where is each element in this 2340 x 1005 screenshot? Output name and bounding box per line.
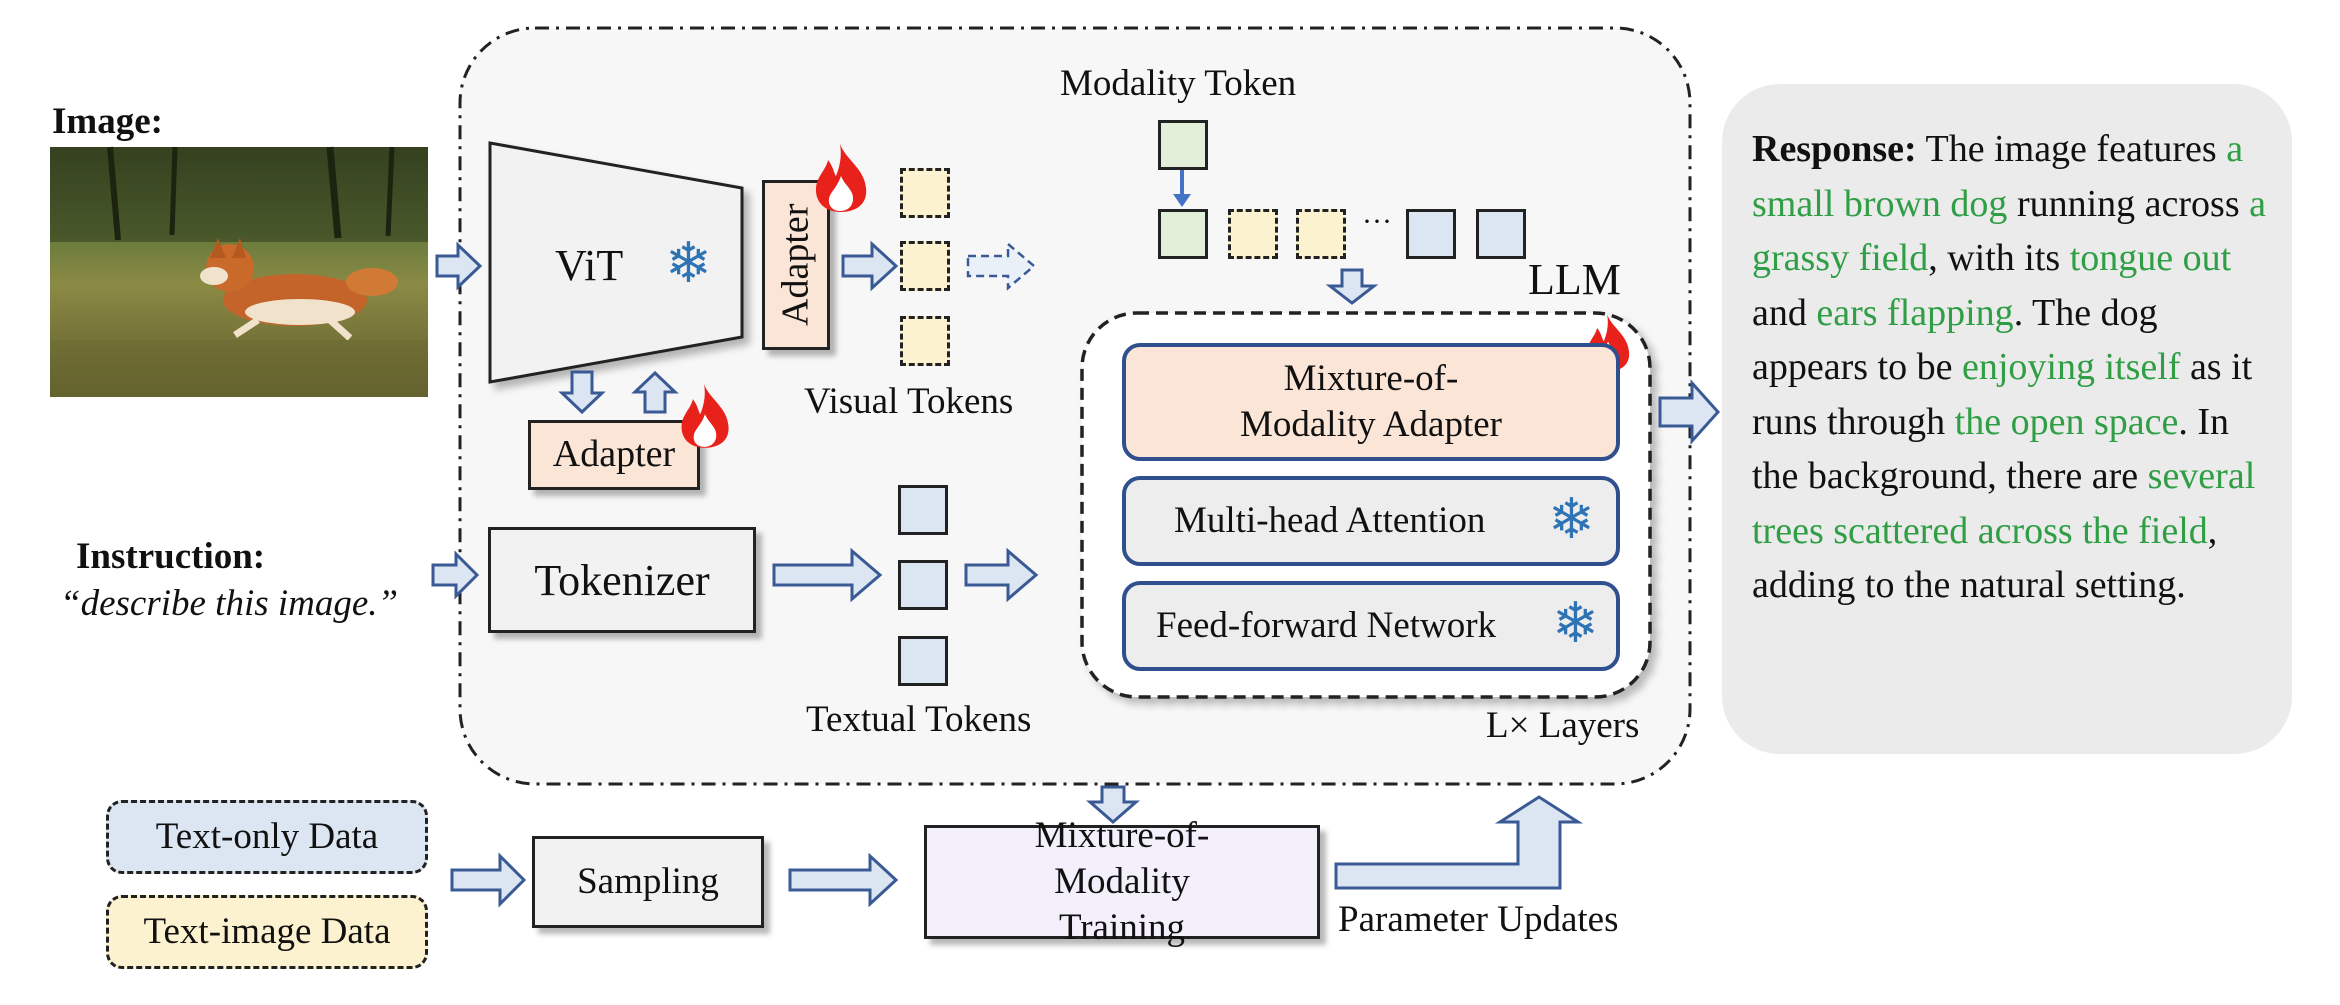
training-label: Mixture-of-Modality Training [1034, 814, 1210, 949]
text-only-data-box: Text-only Data [106, 800, 428, 874]
arrow-frame-down-to-training [1085, 785, 1141, 824]
multi-head-attention-label: Multi-head Attention [1174, 499, 1486, 541]
response-highlight: ears flapping [1816, 291, 2014, 334]
response-segment: . In the background, there are [1752, 400, 2229, 498]
response-highlight: tongue out [2069, 237, 2232, 279]
arrow-tokenizer-to-textual-tokens [772, 547, 883, 603]
arrow-parameter-updates [1334, 795, 1584, 890]
arrow-sampling-to-training [788, 852, 899, 908]
response-text: The image features a small brown dog run… [1752, 128, 2266, 606]
vertical-adapter-box: Adapter [762, 180, 830, 350]
arrow-data-to-sampling [450, 852, 527, 908]
response-segment: , with its [1928, 237, 2070, 279]
vit-encoder-shape [488, 141, 744, 384]
mixture-of-modality-adapter-layer: Mixture-of-Modality Adapter [1122, 343, 1620, 461]
visual-token [1296, 209, 1346, 259]
response-segment: running across [2007, 182, 2250, 225]
parameter-updates-label: Parameter Updates [1338, 899, 1619, 940]
textual-tokens-label: Textual Tokens [806, 699, 1032, 740]
arrow-textual-tokens-to-llm [964, 547, 1039, 603]
textual-token [898, 636, 948, 686]
response-segment: and [1752, 291, 1817, 334]
snowflake-icon: ❄ [1548, 489, 1595, 551]
vit-label: ViT [555, 241, 624, 290]
tokenizer-box: Tokenizer [488, 527, 756, 633]
visual-tokens-label: Visual Tokens [804, 381, 1014, 422]
textual-token [1476, 209, 1526, 259]
modality-token [1158, 120, 1208, 170]
response-panel: Response: The image features a small bro… [1722, 84, 2292, 754]
visual-token [1228, 209, 1278, 259]
feed-forward-network-layer: Feed-forward Network [1122, 581, 1620, 671]
fire-icon [815, 144, 867, 212]
textual-token [1406, 209, 1456, 259]
response-segment: . The dog appears to be [1752, 291, 2158, 389]
snowflake-icon: ❄ [1552, 593, 1599, 655]
vertical-adapter-label: Adapter [774, 203, 817, 327]
visual-token [900, 316, 950, 366]
training-box: Mixture-of-Modality Training [924, 815, 1320, 948]
response-highlight: a small brown dog [1752, 128, 2244, 225]
sampling-box: Sampling [532, 836, 764, 928]
feed-forward-network-label: Feed-forward Network [1156, 604, 1497, 646]
bottom-adapter-box: Adapter [528, 420, 700, 490]
response-highlight: enjoying itself [1961, 346, 2181, 388]
arrow-vit-down-to-adapter [558, 370, 606, 415]
response-segment: , adding to the natural setting. [1752, 509, 2218, 607]
instruction-label: Instruction: [76, 536, 266, 577]
response-highlight: the open space [1954, 400, 2179, 443]
response-segment: The image features [1916, 128, 2227, 170]
snowflake-icon: ❄ [665, 233, 712, 295]
arrow-adapter-to-visual-tokens [841, 240, 899, 292]
response-highlight: several trees scattered across the field [1752, 455, 2256, 552]
instruction-text: “describe this image.” [60, 583, 399, 624]
textual-token [898, 485, 948, 535]
input-image [50, 146, 428, 397]
arrow-visual-tokens-dashed [966, 241, 1036, 291]
fire-icon [681, 384, 729, 448]
llm-label: LLM [1528, 255, 1621, 304]
arrow-instruction-to-tokenizer [431, 550, 480, 600]
visual-token [900, 241, 950, 291]
arrow-tokens-down-to-llm [1325, 268, 1379, 305]
arrow-llm-to-response [1658, 379, 1721, 445]
multi-head-attention-layer: Multi-head Attention [1122, 476, 1620, 566]
response-highlight: a grassy field [1752, 182, 2266, 280]
response-heading: Response: [1752, 128, 1917, 170]
arrow-image-to-vit [435, 241, 483, 291]
visual-token [900, 168, 950, 218]
modality-token-label: Modality Token [1060, 63, 1297, 104]
textual-token [898, 560, 948, 610]
arrow-adapter-up-to-vit [631, 370, 679, 414]
layers-repeat-label: L× Layers [1486, 705, 1640, 746]
mixture-of-modality-adapter-label: Mixture-of-Modality Adapter [1239, 357, 1503, 445]
response-segment: as it runs through [1752, 346, 2253, 443]
modality-token [1158, 209, 1208, 259]
ellipsis: ··· [1362, 205, 1392, 238]
text-image-data-box: Text-image Data [106, 895, 428, 969]
image-label: Image: [52, 101, 163, 142]
